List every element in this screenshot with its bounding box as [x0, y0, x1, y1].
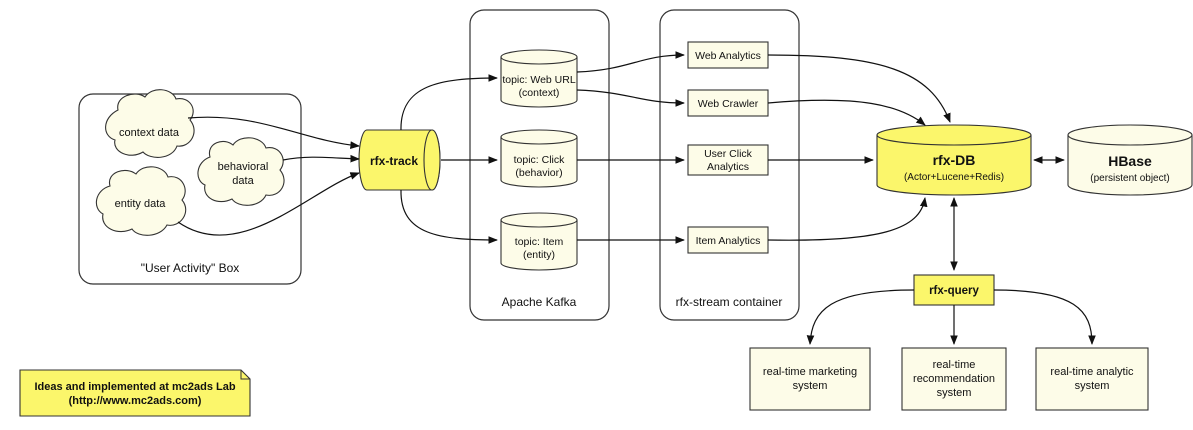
context-data-label: context data — [119, 127, 180, 139]
edge-webcrawler-to-db — [767, 99, 926, 126]
realtime-marketing-box: real-time marketing system — [749, 347, 871, 411]
behavioral-label-2: data — [232, 175, 254, 187]
note-line-1: Ideas and implemented at mc2ads Lab — [34, 381, 235, 393]
rfx-track-node: rfx-track — [358, 129, 441, 191]
topic-web-url-cylinder: topic: Web URL (context) — [500, 49, 578, 108]
web-crawler-label: Web Crawler — [698, 98, 759, 110]
behavioral-label-1: behavioral — [218, 161, 269, 173]
web-analytics-label: Web Analytics — [695, 50, 761, 62]
recommendation-label-3: system — [937, 387, 972, 399]
edge-query-to-analytic — [993, 289, 1096, 345]
topic-web-url-label-2: (context) — [519, 87, 560, 99]
analytic-label-1: real-time analytic — [1050, 366, 1134, 378]
cloud-context-data: context data — [105, 89, 195, 158]
user-activity-label: "User Activity" Box — [141, 261, 240, 275]
hbase-subtitle: (persistent object) — [1090, 173, 1169, 184]
edge-track-to-item — [400, 189, 498, 244]
note-line-2: (http://www.mc2ads.com) — [69, 395, 202, 407]
rfx-db-subtitle: (Actor+Lucene+Redis) — [904, 172, 1004, 183]
recommendation-label-2: recommendation — [913, 373, 995, 385]
edge-context-to-track — [187, 116, 360, 149]
edge-behavioral-to-track — [282, 154, 360, 163]
edge-weburl-to-webanalytics — [576, 51, 685, 73]
marketing-label-2: system — [793, 380, 828, 392]
rfx-track-label: rfx-track — [370, 154, 418, 168]
hbase-node: HBase (persistent object) — [1067, 124, 1193, 196]
credits-note: Ideas and implemented at mc2ads Lab (htt… — [19, 369, 251, 417]
edge-webanalytics-to-db — [767, 54, 951, 123]
rfx-db-node: rfx-DB (Actor+Lucene+Redis) — [876, 124, 1032, 196]
topic-click-label-1: topic: Click — [514, 154, 566, 166]
cloud-behavioral-data: behavioral data — [197, 137, 285, 206]
topic-click-cylinder: topic: Click (behavior) — [500, 129, 578, 188]
user-click-label-1: User Click — [704, 148, 753, 160]
rfx-query-node: rfx-query — [913, 274, 995, 306]
recommendation-label-1: real-time — [933, 359, 976, 371]
item-analytics-label: Item Analytics — [696, 235, 761, 247]
marketing-label-1: real-time marketing — [763, 366, 857, 378]
user-click-analytics-box: User Click Analytics — [687, 144, 769, 176]
entity-data-label: entity data — [115, 198, 167, 210]
rfx-stream-label: rfx-stream container — [676, 295, 783, 309]
analytic-label-2: system — [1075, 380, 1110, 392]
topic-web-url-label-1: topic: Web URL — [502, 74, 575, 86]
edge-entity-to-track — [177, 172, 360, 236]
user-click-label-2: Analytics — [707, 161, 749, 173]
hbase-title: HBase — [1108, 153, 1152, 169]
rfx-query-label: rfx-query — [929, 285, 979, 297]
edge-weburl-to-webcrawler — [576, 89, 685, 107]
edges — [177, 51, 1096, 345]
item-analytics-box: Item Analytics — [687, 226, 769, 254]
edge-itemanalytics-to-db — [767, 197, 928, 241]
topic-item-cylinder: topic: Item (entity) — [500, 212, 578, 271]
edge-track-to-weburl — [400, 74, 498, 131]
edge-query-to-marketing — [806, 289, 915, 345]
realtime-recommendation-box: real-time recommendation system — [901, 347, 1007, 411]
web-analytics-box: Web Analytics — [687, 41, 769, 69]
topic-item-label-1: topic: Item — [515, 236, 564, 248]
realtime-analytic-box: real-time analytic system — [1035, 347, 1149, 411]
cloud-entity-data: entity data — [95, 166, 187, 236]
topic-click-label-2: (behavior) — [515, 167, 562, 179]
topic-item-label-2: (entity) — [523, 249, 555, 261]
web-crawler-box: Web Crawler — [687, 89, 769, 117]
rfx-db-title: rfx-DB — [933, 152, 976, 168]
apache-kafka-label: Apache Kafka — [502, 295, 577, 309]
